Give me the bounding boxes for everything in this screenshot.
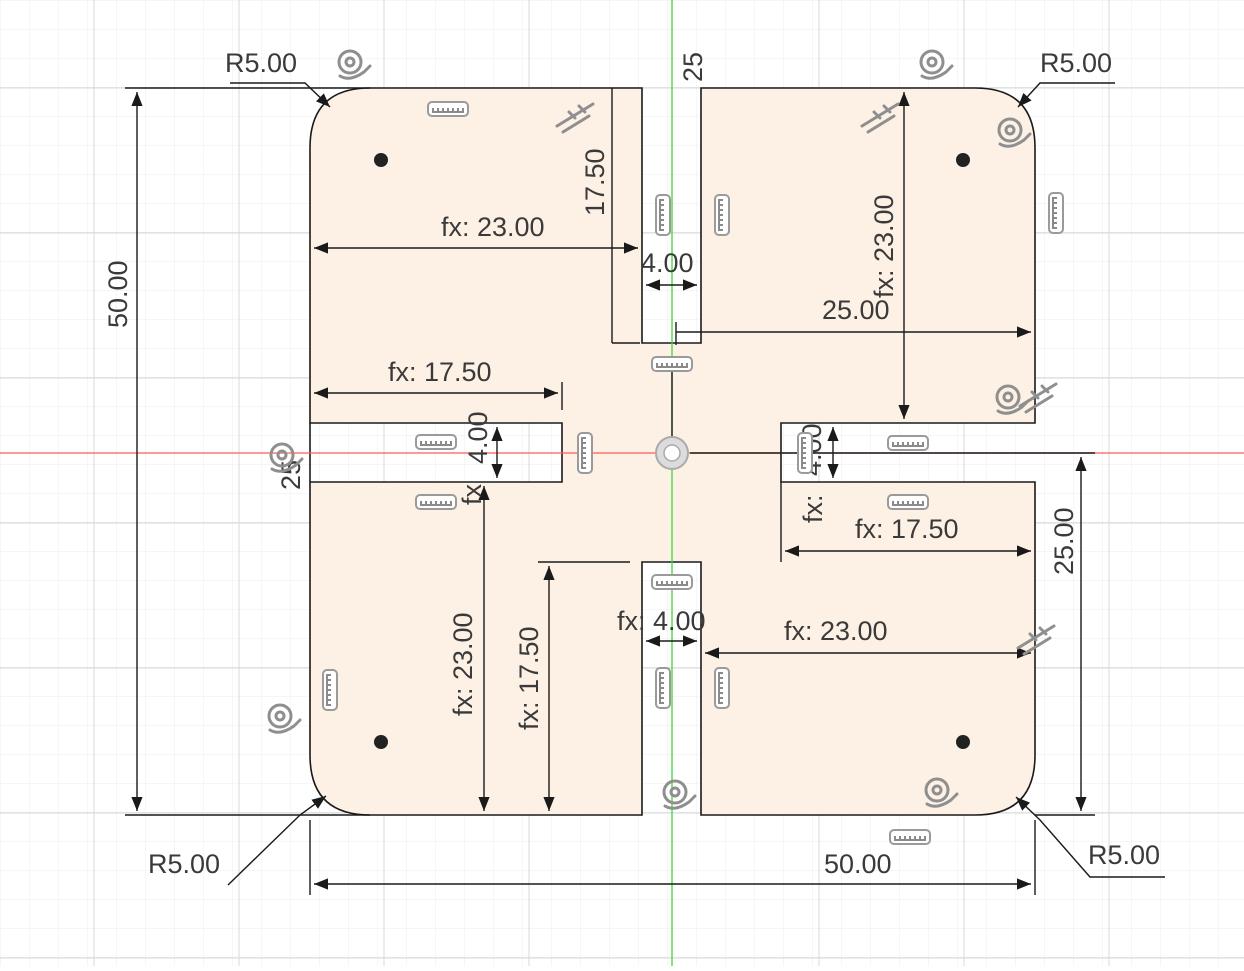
horizontal-constraint-icon[interactable] [427,101,469,117]
dimension-top-right-width[interactable]: 25.00 [822,295,890,325]
dimension-top-left-width[interactable]: fx: 23.00 [441,212,545,242]
horizontal-constraint-icon[interactable] [887,435,929,451]
vertical-constraint-icon[interactable] [797,432,813,474]
dimension-bottom-slot-width[interactable]: fx: 4.00 [617,606,706,636]
horizontal-constraint-icon[interactable] [651,356,693,372]
vertical-constraint-icon[interactable] [1048,192,1064,234]
vertical-constraint-icon[interactable] [714,194,730,236]
horizontal-constraint-icon[interactable] [415,494,457,510]
horizontal-constraint-icon[interactable] [415,434,457,450]
dimension-height-left[interactable]: 50.00 [103,260,133,328]
vertical-constraint-icon[interactable] [577,432,593,474]
dimension-bottom-slot-depth[interactable]: fx: 17.50 [514,626,544,730]
dimension-top-right-height[interactable]: fx: 23.00 [869,194,899,298]
dimension-top-slot-depth[interactable]: 17.50 [580,148,610,216]
dimension-left-slot-length[interactable]: fx: 17.50 [388,357,492,387]
dimension-bottom-right-width[interactable]: fx: 23.00 [784,616,888,646]
dimension-right-height[interactable]: 25.00 [1049,507,1079,575]
horizontal-constraint-icon[interactable] [651,574,693,590]
vertical-constraint-icon[interactable] [655,667,671,709]
dimension-width-bottom[interactable]: 50.00 [824,849,892,879]
origin-icon[interactable] [655,436,689,470]
dimension-lines[interactable] [125,82,1165,895]
point-icon[interactable] [374,153,388,167]
dimension-labels[interactable]: R5.00 R5.00 R5.00 R5.00 50.00 50.00 fx: … [103,48,1160,879]
horizontal-constraint-icon[interactable] [889,829,931,845]
dimension-right-slot-length[interactable]: fx: 17.50 [855,514,959,544]
point-icon[interactable] [374,735,388,749]
point-icon[interactable] [956,735,970,749]
dimension-left-partial-b[interactable]: fx [457,483,487,505]
vertical-constraint-icon[interactable] [322,669,338,711]
dimension-radius-top-right[interactable]: R5.00 [1040,48,1112,78]
dimension-top-center-partial[interactable]: 25 [678,52,708,82]
vertical-constraint-icon[interactable] [714,667,730,709]
horizontal-constraint-icon[interactable] [887,494,929,510]
point-icon[interactable] [956,153,970,167]
dimension-right-slot-fx[interactable]: fx: [798,494,828,523]
dimension-radius-bottom-right[interactable]: R5.00 [1088,840,1160,870]
dimension-top-slot-width[interactable]: 4.00 [641,248,694,278]
dimension-radius-bottom-left[interactable]: R5.00 [148,849,220,879]
vertical-constraint-icon[interactable] [655,194,671,236]
dimension-left-slot-width[interactable]: 4.00 [463,411,493,464]
dimension-bottom-left-height[interactable]: fx: 23.00 [448,612,478,716]
dimension-radius-top-left[interactable]: R5.00 [225,48,297,78]
